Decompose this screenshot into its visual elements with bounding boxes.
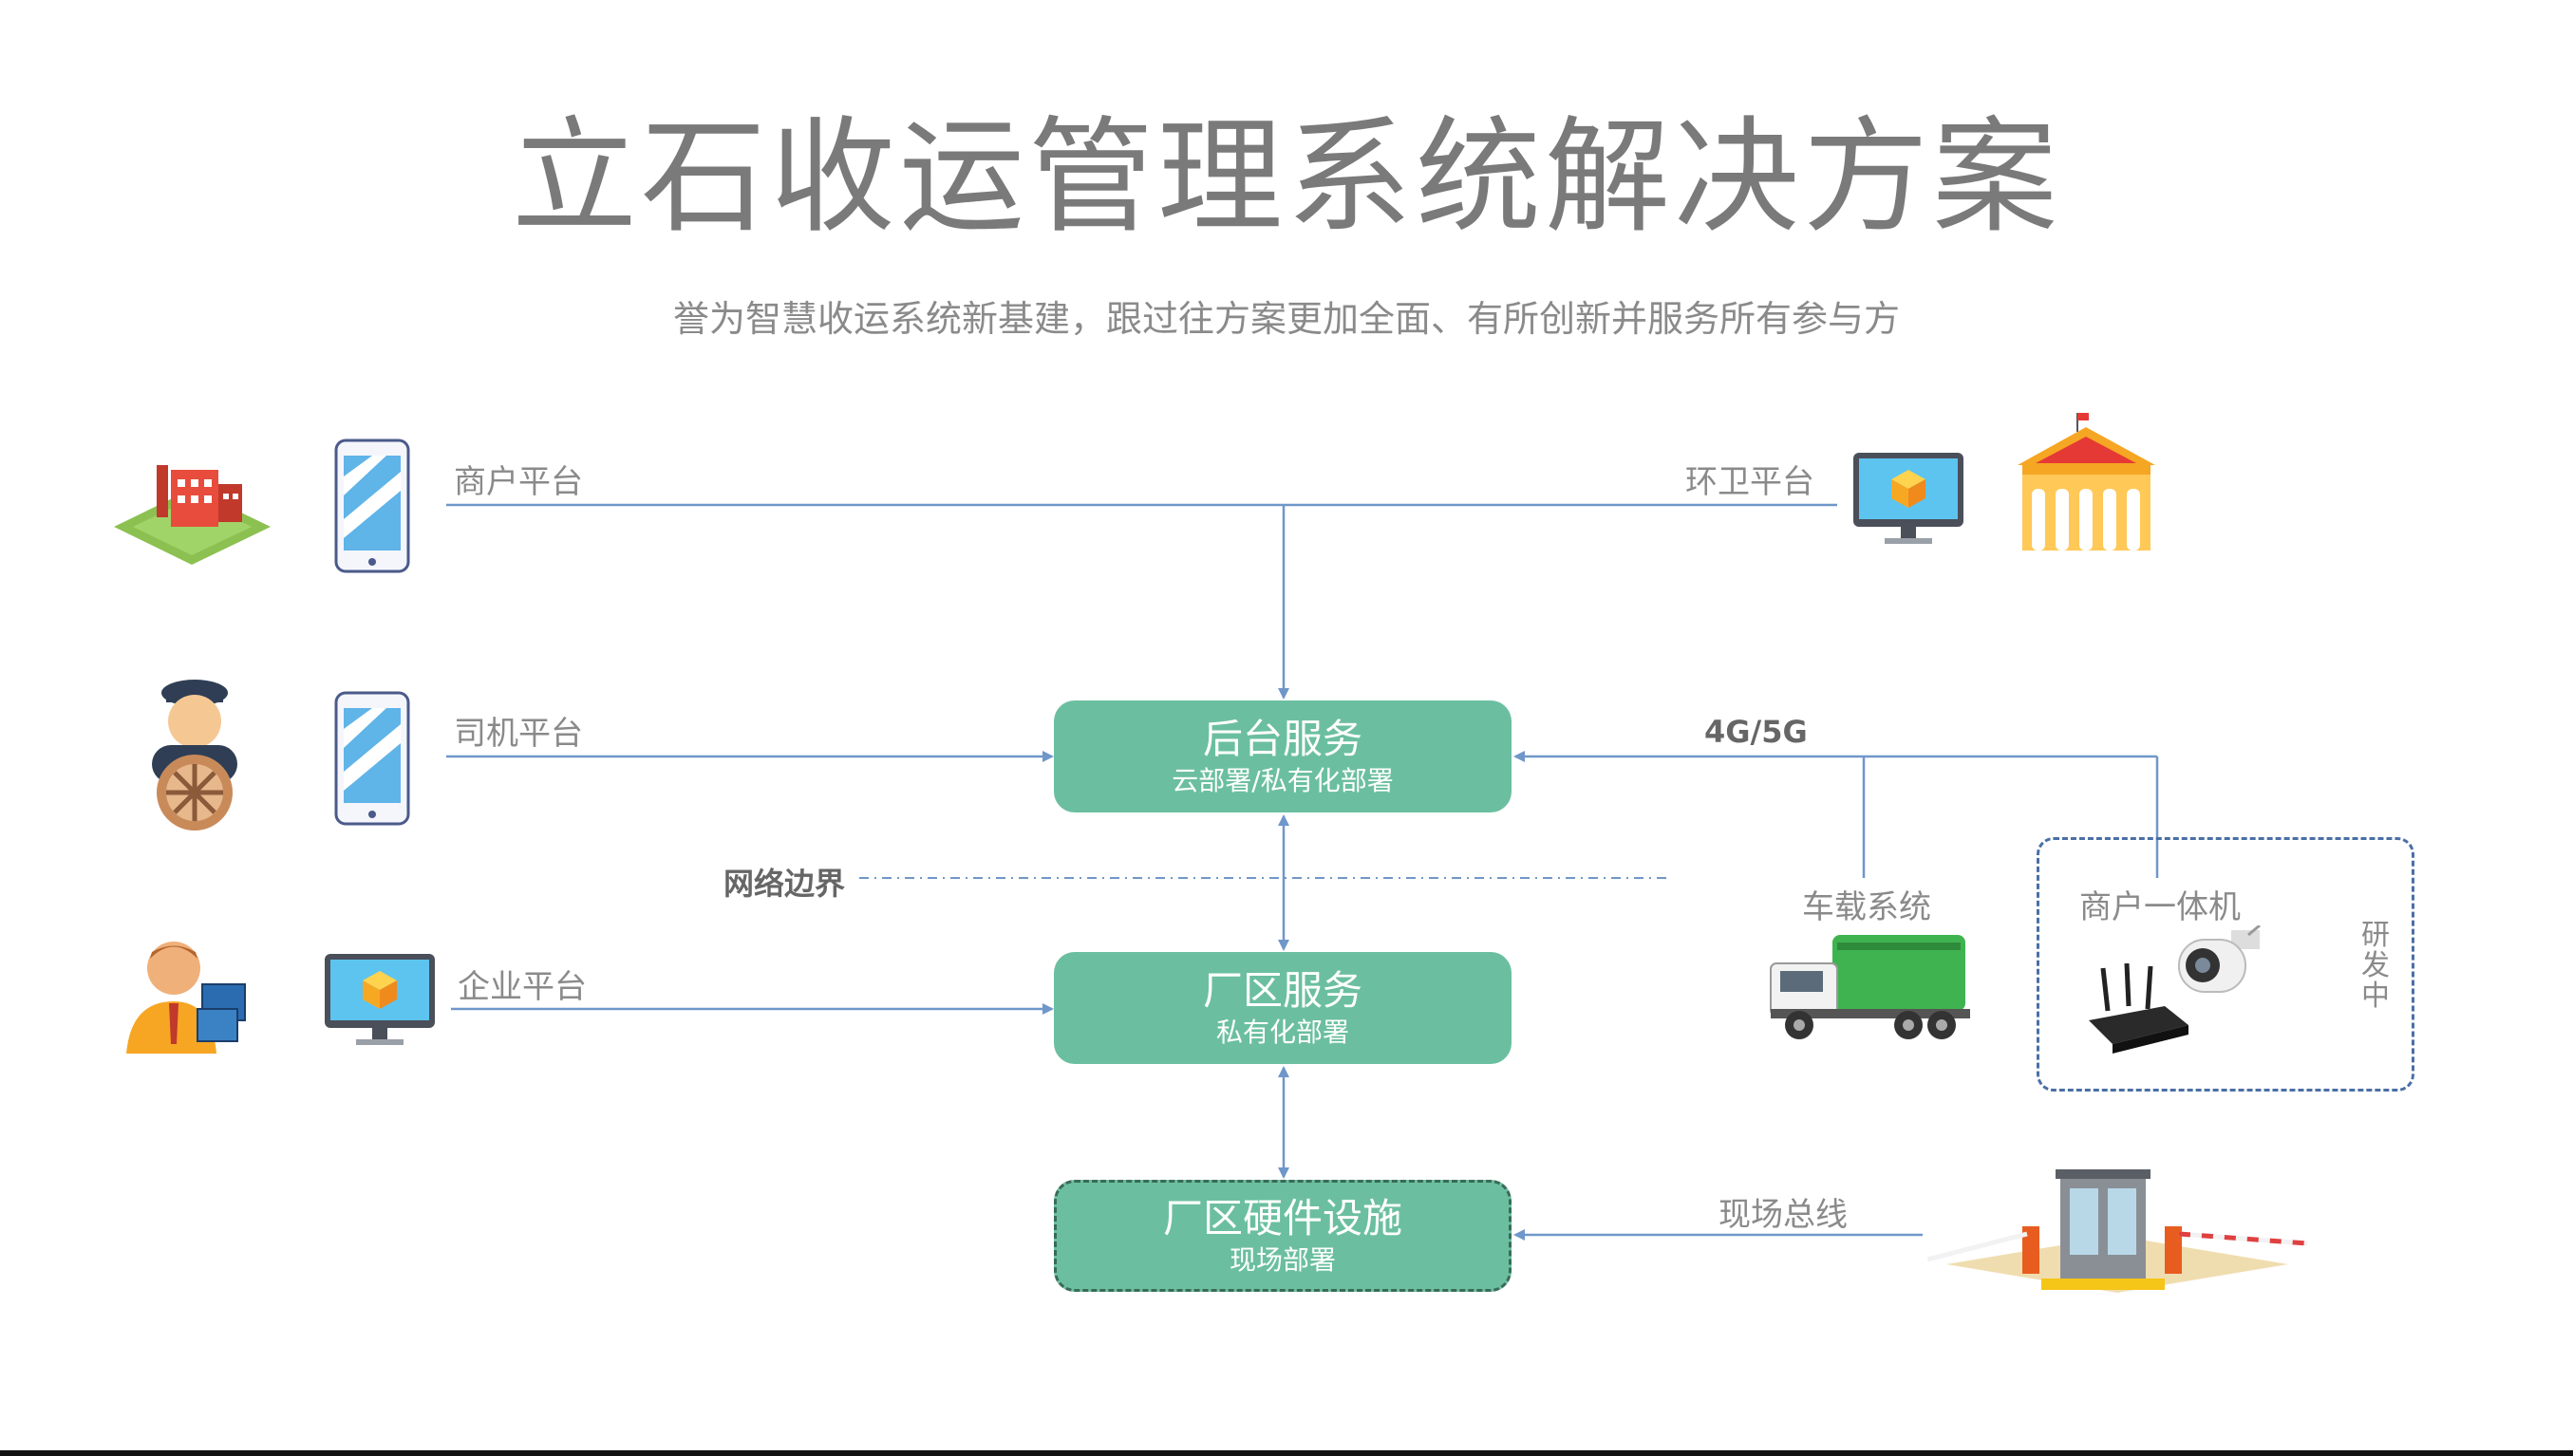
- barrier-gate-icon: [1927, 1169, 2307, 1293]
- page-title: 立石收运管理系统解决方案: [512, 104, 2061, 251]
- monitor-icon: [1853, 453, 1963, 544]
- enterprise-user-icon: [126, 942, 246, 1054]
- page-subtitle: 誉为智慧收运系统新基建，跟过往方案更加全面、有所创新并服务所有参与方: [672, 298, 1900, 340]
- vehicle-system-label: 车载系统: [1802, 888, 1931, 926]
- backend-service-sub: 云部署/私有化部署: [1172, 765, 1394, 796]
- factory-service-title: 厂区服务: [1202, 967, 1362, 1014]
- merchant-building-icon: [114, 465, 271, 565]
- backend-service-title: 后台服务: [1202, 716, 1362, 762]
- enterprise-platform-label: 企业平台: [458, 968, 587, 1006]
- router-icon: [2089, 963, 2188, 1054]
- phone-icon: [334, 691, 410, 826]
- phone-icon: [334, 439, 410, 573]
- government-building-icon: [2018, 413, 2155, 551]
- network-boundary-label: 网络边界: [723, 866, 846, 902]
- field-bus-label: 现场总线: [1718, 1196, 1848, 1234]
- factory-service-box: 厂区服务 私有化部署: [1054, 952, 1512, 1064]
- factory-hardware-sub: 现场部署: [1229, 1244, 1336, 1276]
- factory-hardware-title: 厂区硬件设施: [1162, 1195, 1402, 1241]
- camera-icon: [2178, 925, 2261, 993]
- sanitation-platform-label: 环卫平台: [1685, 463, 1814, 501]
- research-frame: [2037, 837, 2414, 1092]
- factory-service-sub: 私有化部署: [1215, 1017, 1349, 1048]
- driver-platform-label: 司机平台: [454, 715, 583, 753]
- merchant-device-label: 商户一体机: [2079, 888, 2241, 926]
- backend-service-box: 后台服务 云部署/私有化部署: [1054, 700, 1512, 812]
- garbage-truck-icon: [1770, 935, 1970, 1039]
- footer-line: [0, 1450, 2573, 1456]
- monitor-icon: [325, 954, 435, 1045]
- merchant-platform-label: 商户平台: [454, 463, 583, 501]
- driver-icon: [152, 680, 237, 831]
- factory-hardware-box: 厂区硬件设施 现场部署: [1054, 1180, 1512, 1292]
- research-note: 研发中: [2361, 919, 2390, 1013]
- network-4g5g-label: 4G/5G: [1704, 714, 1808, 750]
